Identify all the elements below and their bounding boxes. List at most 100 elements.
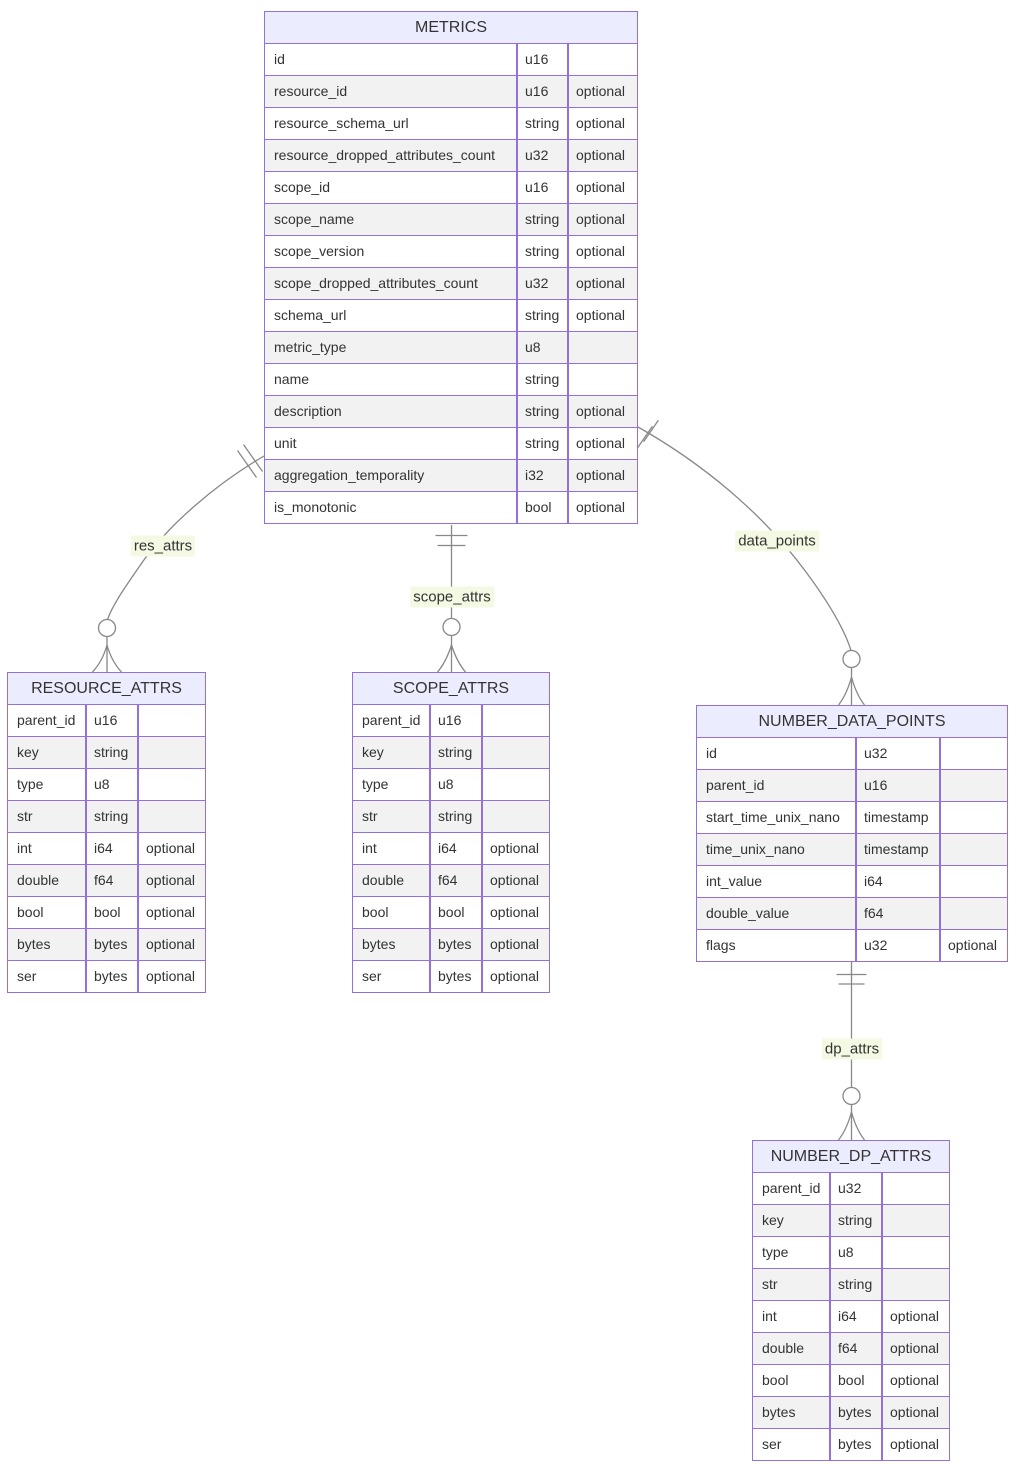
attribute-constraint-cell bbox=[568, 364, 638, 396]
relationship-label-data-points: data_points bbox=[735, 530, 819, 552]
attribute-name-cell: bool bbox=[752, 1365, 830, 1397]
attribute-type-cell: u8 bbox=[830, 1237, 882, 1269]
attribute-constraint-cell bbox=[138, 769, 206, 801]
attribute-type-cell: u16 bbox=[856, 770, 940, 802]
attribute-constraint-cell: optional bbox=[568, 300, 638, 332]
attribute-constraint-cell bbox=[138, 801, 206, 833]
attribute-type-cell: bool bbox=[86, 897, 138, 929]
attribute-name-cell: bytes bbox=[352, 929, 430, 961]
attribute-constraint-cell bbox=[568, 44, 638, 76]
attribute-name-cell: key bbox=[752, 1205, 830, 1237]
relationship-data-points bbox=[637, 419, 866, 706]
attribute-type-cell: bytes bbox=[86, 929, 138, 961]
attribute-constraint-cell: optional bbox=[882, 1429, 950, 1461]
attribute-constraint-cell: optional bbox=[482, 897, 550, 929]
attribute-constraint-cell bbox=[138, 705, 206, 737]
attribute-constraint-cell: optional bbox=[568, 268, 638, 300]
attribute-type-cell: u16 bbox=[517, 76, 568, 108]
attribute-name-cell: double_value bbox=[696, 898, 856, 930]
attribute-name-cell: metric_type bbox=[264, 332, 517, 364]
attribute-type-cell: i64 bbox=[86, 833, 138, 865]
attribute-name-cell: type bbox=[7, 769, 86, 801]
attribute-constraint-cell bbox=[882, 1205, 950, 1237]
attribute-constraint-cell bbox=[940, 802, 1008, 834]
attribute-name-cell: int bbox=[7, 833, 86, 865]
attribute-type-cell: bytes bbox=[830, 1397, 882, 1429]
attribute-name-cell: int bbox=[752, 1301, 830, 1333]
attribute-constraint-cell: optional bbox=[482, 929, 550, 961]
zero-or-many-marker-icon bbox=[837, 1086, 866, 1141]
attribute-constraint-cell: optional bbox=[568, 204, 638, 236]
attribute-constraint-cell bbox=[940, 738, 1008, 770]
attribute-constraint-cell: optional bbox=[138, 961, 206, 993]
attribute-name-cell: description bbox=[264, 396, 517, 428]
attribute-name-cell: str bbox=[352, 801, 430, 833]
attribute-constraint-cell bbox=[940, 770, 1008, 802]
attribute-name-cell: time_unix_nano bbox=[696, 834, 856, 866]
attribute-type-cell: string bbox=[430, 801, 482, 833]
attribute-type-cell: u16 bbox=[517, 44, 568, 76]
attribute-name-cell: ser bbox=[752, 1429, 830, 1461]
attribute-name-cell: flags bbox=[696, 930, 856, 962]
attribute-constraint-cell: optional bbox=[138, 833, 206, 865]
attribute-name-cell: is_monotonic bbox=[264, 492, 517, 524]
attribute-name-cell: resource_schema_url bbox=[264, 108, 517, 140]
entity-title: RESOURCE_ATTRS bbox=[7, 672, 206, 705]
attribute-type-cell: u16 bbox=[517, 172, 568, 204]
attribute-type-cell: u16 bbox=[430, 705, 482, 737]
attribute-name-cell: scope_dropped_attributes_count bbox=[264, 268, 517, 300]
attribute-name-cell: double bbox=[352, 865, 430, 897]
attribute-type-cell: string bbox=[430, 737, 482, 769]
attribute-name-cell: str bbox=[7, 801, 86, 833]
relationship-label-scope-attrs: scope_attrs bbox=[410, 586, 494, 608]
attribute-type-cell: string bbox=[517, 236, 568, 268]
attribute-name-cell: parent_id bbox=[7, 705, 86, 737]
attribute-name-cell: str bbox=[752, 1269, 830, 1301]
attribute-constraint-cell: optional bbox=[482, 833, 550, 865]
attribute-type-cell: bytes bbox=[430, 929, 482, 961]
attribute-name-cell: id bbox=[696, 738, 856, 770]
attribute-constraint-cell bbox=[940, 866, 1008, 898]
attribute-type-cell: string bbox=[86, 737, 138, 769]
entity-title: NUMBER_DATA_POINTS bbox=[696, 705, 1008, 738]
attribute-type-cell: u32 bbox=[856, 738, 940, 770]
attribute-name-cell: bytes bbox=[7, 929, 86, 961]
attribute-type-cell: f64 bbox=[430, 865, 482, 897]
attribute-type-cell: u32 bbox=[517, 140, 568, 172]
attribute-type-cell: timestamp bbox=[856, 802, 940, 834]
attribute-type-cell: f64 bbox=[86, 865, 138, 897]
attribute-name-cell: scope_id bbox=[264, 172, 517, 204]
attribute-type-cell: u8 bbox=[517, 332, 568, 364]
attribute-constraint-cell: optional bbox=[568, 492, 638, 524]
relationship-label-res-attrs: res_attrs bbox=[130, 535, 196, 557]
one-and-only-one-marker-icon bbox=[637, 419, 659, 449]
attribute-constraint-cell: optional bbox=[568, 108, 638, 140]
attribute-type-cell: f64 bbox=[856, 898, 940, 930]
attribute-type-cell: string bbox=[517, 428, 568, 460]
attribute-type-cell: u32 bbox=[517, 268, 568, 300]
attribute-type-cell: i64 bbox=[856, 866, 940, 898]
attribute-name-cell: ser bbox=[7, 961, 86, 993]
attribute-type-cell: u32 bbox=[856, 930, 940, 962]
attribute-name-cell: double bbox=[7, 865, 86, 897]
